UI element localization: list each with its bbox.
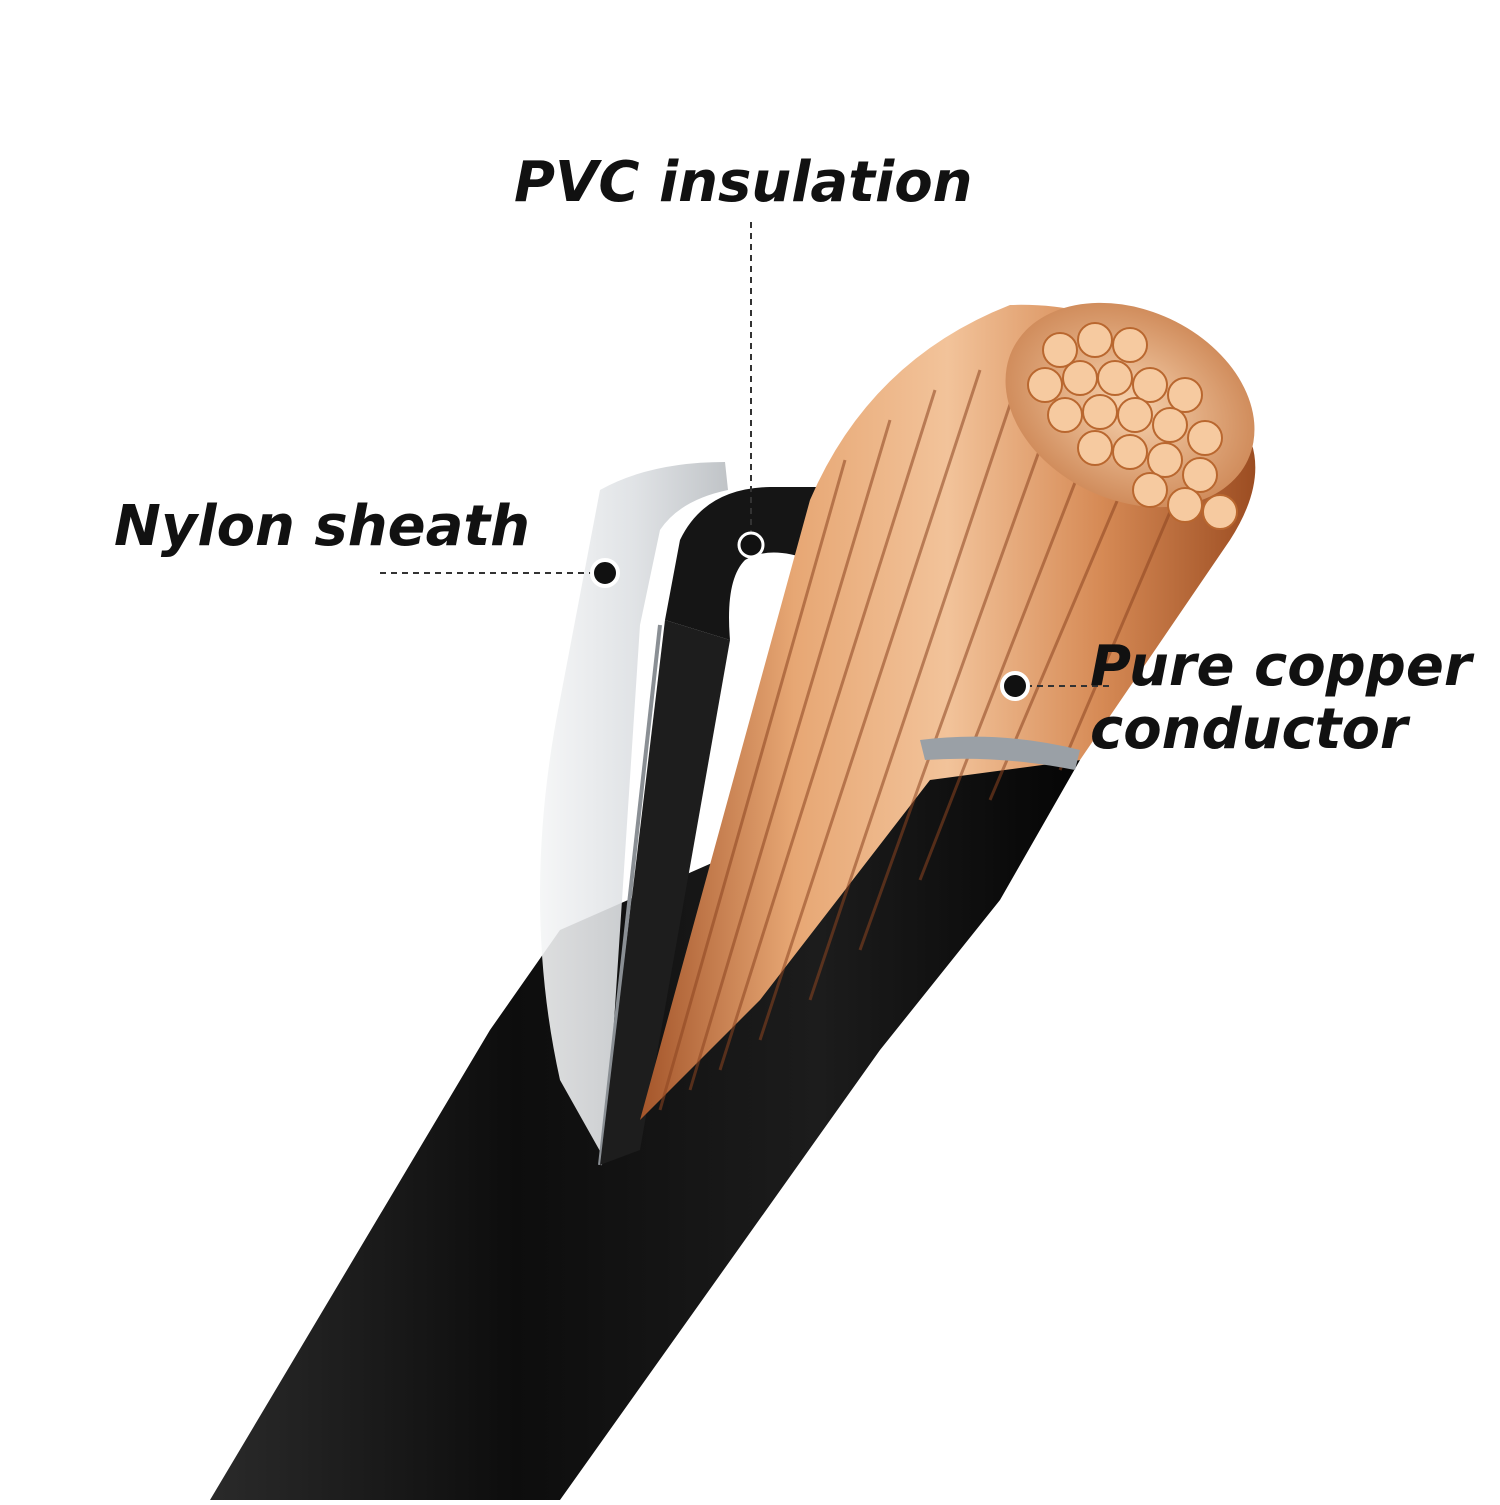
nylon-sheath xyxy=(540,462,728,1160)
copper-conductor xyxy=(640,304,1256,1120)
copper-conductor-label: Pure copper conductor xyxy=(1090,634,1472,762)
nylon-marker-icon xyxy=(590,558,620,588)
pvc-insulation-label: PVC insulation xyxy=(514,150,973,215)
pvc-insulation xyxy=(665,487,832,640)
copper-label-line-1: Pure copper xyxy=(1090,634,1472,699)
pvc-marker-icon xyxy=(737,531,765,559)
copper-marker-icon xyxy=(1000,671,1030,701)
copper-label-line-2: conductor xyxy=(1090,696,1408,762)
nylon-sheath-label: Nylon sheath xyxy=(114,494,531,559)
